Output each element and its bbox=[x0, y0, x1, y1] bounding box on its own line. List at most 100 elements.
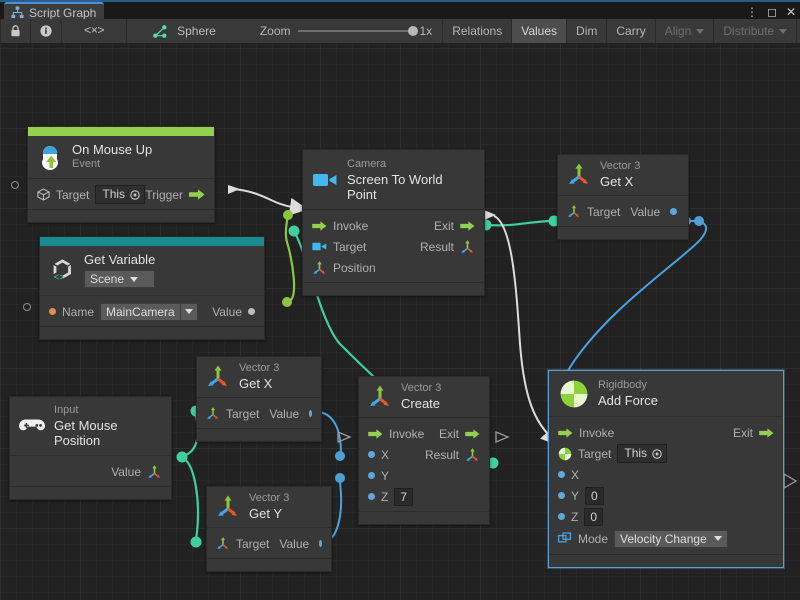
rigidbody-port-icon[interactable] bbox=[558, 447, 572, 461]
maximize-icon[interactable]: ◻ bbox=[767, 6, 777, 18]
code-view-toggle[interactable]: <×> bbox=[62, 19, 127, 43]
kebab-menu-icon[interactable]: ⋮ bbox=[746, 6, 758, 18]
mouse-up-event-icon bbox=[37, 144, 63, 170]
y-value-input[interactable]: 0 bbox=[585, 487, 604, 505]
z-value: 0 bbox=[590, 510, 597, 524]
node-subtitle: Event bbox=[72, 158, 152, 171]
chevron-down-icon bbox=[130, 277, 138, 282]
vector3-axis-icon[interactable] bbox=[460, 240, 475, 254]
value-label: Value bbox=[269, 407, 299, 421]
toolbar-item-carry[interactable]: Carry bbox=[607, 19, 655, 43]
y-label: Y bbox=[571, 489, 579, 503]
target-object-field[interactable]: This bbox=[617, 444, 667, 463]
z-label: Z bbox=[381, 490, 388, 504]
z-value-input[interactable]: 7 bbox=[394, 488, 413, 506]
window-tab-bar: Script Graph ⋮ ◻ ✕ bbox=[0, 0, 800, 19]
flow-input-arrow-icon[interactable] bbox=[312, 221, 327, 231]
vector3-axis-icon[interactable] bbox=[465, 448, 480, 462]
node-type: Vector 3 bbox=[600, 160, 640, 173]
lock-toggle[interactable] bbox=[0, 19, 31, 43]
toolbar-item-dim[interactable]: Dim bbox=[567, 19, 607, 43]
z-label: Z bbox=[571, 510, 578, 524]
node-title: Create bbox=[401, 396, 441, 411]
info-toggle[interactable] bbox=[31, 19, 62, 43]
target-label: Target bbox=[226, 407, 259, 421]
node-footer bbox=[40, 326, 264, 339]
close-icon[interactable]: ✕ bbox=[786, 6, 796, 18]
node-type: Vector 3 bbox=[401, 382, 441, 395]
node-rigidbody-add-force[interactable]: Rigidbody Add Force Invoke Exit bbox=[548, 370, 784, 568]
name-label: Name bbox=[62, 305, 94, 319]
toolbar-item-relations-label: Relations bbox=[452, 24, 502, 38]
output-port-value-dot[interactable] bbox=[670, 208, 677, 215]
graph-canvas[interactable]: On Mouse Up Event Target This bbox=[0, 44, 800, 600]
script-graph-icon bbox=[11, 6, 24, 19]
input-port-z-dot[interactable] bbox=[558, 513, 565, 520]
node-footer bbox=[28, 209, 214, 222]
vector3-axis-icon[interactable] bbox=[312, 261, 327, 275]
node-vector3-get-x-top[interactable]: Vector 3 Get X Target Value bbox=[557, 154, 689, 240]
vector3-axis-icon bbox=[216, 494, 240, 520]
input-port-y-dot[interactable] bbox=[368, 472, 375, 479]
flow-output-arrow-icon[interactable] bbox=[465, 429, 480, 439]
object-picker-icon[interactable] bbox=[652, 449, 662, 459]
camera-port-icon[interactable] bbox=[312, 241, 327, 252]
zoom-value: 1x bbox=[420, 24, 433, 38]
angle-brackets-icon: <×> bbox=[84, 24, 104, 38]
zoom-slider[interactable] bbox=[298, 30, 413, 32]
vector3-axis-icon[interactable] bbox=[206, 407, 220, 420]
toolbar-item-align[interactable]: Align bbox=[656, 19, 715, 43]
node-footer bbox=[303, 282, 484, 295]
node-vector3-get-y-mid[interactable]: Vector 3 Get Y Target Value bbox=[206, 486, 332, 572]
breadcrumb[interactable]: Sphere bbox=[177, 24, 216, 38]
node-get-variable[interactable]: <> Get Variable Scene Name bbox=[39, 236, 265, 340]
node-footer bbox=[197, 428, 321, 441]
node-on-mouse-up[interactable]: On Mouse Up Event Target This bbox=[27, 126, 215, 223]
target-object-value: This bbox=[102, 187, 125, 202]
input-port-y-dot[interactable] bbox=[558, 492, 565, 499]
flow-output-arrow-icon[interactable] bbox=[460, 221, 475, 231]
variable-name-dropdown[interactable]: MainCamera bbox=[100, 303, 198, 321]
chevron-down-icon[interactable] bbox=[180, 304, 197, 320]
zoom-slider-handle[interactable] bbox=[408, 26, 418, 36]
exit-label: Exit bbox=[434, 219, 454, 233]
node-type: Rigidbody bbox=[598, 379, 658, 392]
target-object-field[interactable]: This bbox=[95, 185, 145, 204]
input-port-target[interactable] bbox=[11, 181, 19, 189]
variable-kind-dropdown[interactable]: Scene bbox=[84, 270, 155, 288]
object-picker-icon[interactable] bbox=[130, 190, 140, 200]
invoke-label: Invoke bbox=[333, 219, 368, 233]
node-input-get-mouse-position[interactable]: Input Get Mouse Position Value bbox=[9, 396, 172, 500]
toolbar-item-relations[interactable]: Relations bbox=[443, 19, 512, 43]
output-port-value-dot[interactable] bbox=[248, 308, 255, 315]
vector3-axis-icon[interactable] bbox=[567, 205, 581, 218]
node-vector3-create[interactable]: Vector 3 Create Invoke Exit bbox=[358, 376, 490, 525]
graph-breadcrumb-zoom: Sphere Zoom 1x bbox=[127, 19, 443, 43]
flow-input-arrow-icon[interactable] bbox=[368, 429, 383, 439]
node-vector3-get-x-mid[interactable]: Vector 3 Get X Target Value bbox=[196, 356, 322, 442]
toolbar-item-distribute[interactable]: Distribute bbox=[714, 19, 797, 43]
toolbar-item-values[interactable]: Values bbox=[512, 19, 567, 43]
toolbar-item-values-label: Values bbox=[521, 24, 557, 38]
flow-output-arrow-icon[interactable] bbox=[759, 428, 774, 438]
enum-icon[interactable] bbox=[558, 532, 572, 546]
mode-dropdown[interactable]: Velocity Change bbox=[614, 530, 728, 548]
z-value-input[interactable]: 0 bbox=[584, 508, 603, 526]
input-port-name[interactable] bbox=[23, 303, 31, 311]
input-port-x-dot[interactable] bbox=[558, 471, 565, 478]
input-port-name-dot[interactable] bbox=[49, 308, 56, 315]
output-port-value-dot[interactable] bbox=[319, 540, 322, 547]
value-label: Value bbox=[279, 537, 309, 551]
target-label: Target bbox=[587, 205, 620, 219]
flow-output-arrow-icon[interactable] bbox=[189, 189, 205, 200]
vector3-axis-icon[interactable] bbox=[147, 465, 162, 479]
output-port-value-dot[interactable] bbox=[309, 410, 312, 417]
vector3-axis-icon[interactable] bbox=[216, 537, 230, 550]
node-camera-screen-to-world-point[interactable]: Camera Screen To World Point Invoke Exit bbox=[302, 149, 485, 296]
vector3-axis-icon bbox=[206, 364, 230, 390]
trigger-label: Trigger bbox=[145, 188, 183, 202]
flow-input-arrow-icon[interactable] bbox=[558, 428, 573, 438]
input-port-x-dot[interactable] bbox=[368, 451, 375, 458]
node-accent-bar bbox=[28, 127, 214, 136]
input-port-z-dot[interactable] bbox=[368, 493, 375, 500]
